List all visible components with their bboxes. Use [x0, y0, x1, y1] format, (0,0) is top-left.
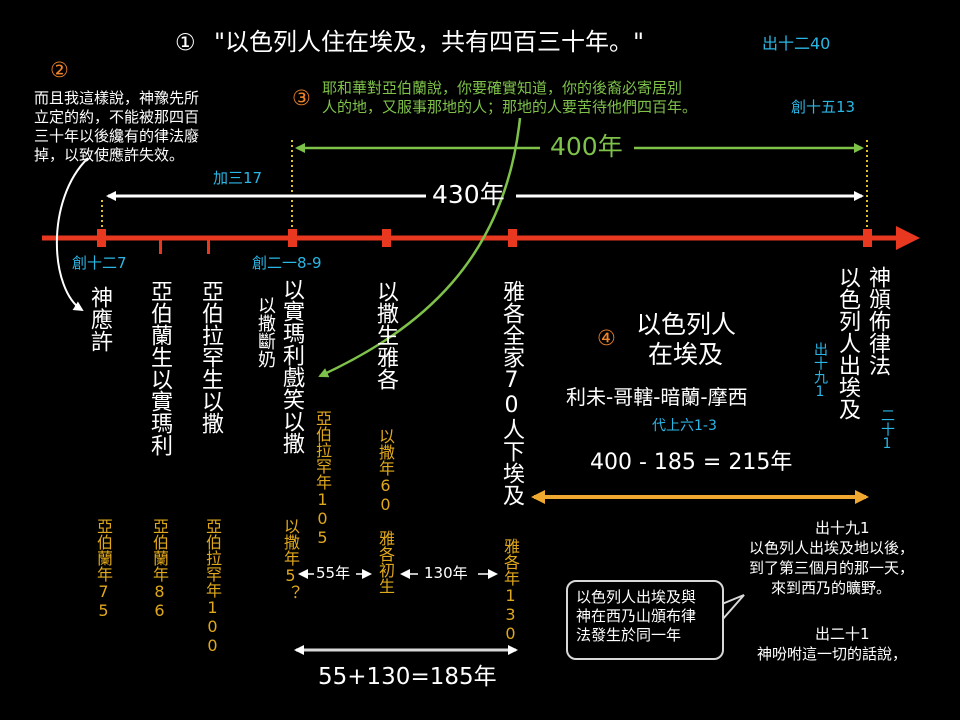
tick-ishmael [159, 238, 162, 254]
quote-ex19-line-2: 到了第三個月的那一天， [749, 559, 915, 577]
age-isaac-60: 以撒年60 [376, 428, 395, 514]
age-jacob-born: 雅各初生 [376, 530, 395, 594]
event-isaac-born: 亞伯拉罕生以撒 [198, 280, 223, 434]
note3-ref: 創十五13 [791, 98, 856, 116]
ref-ex19-vertical: 出十九1 [812, 342, 828, 400]
section4-formula: 400 - 185 = 215年 [590, 450, 793, 475]
event-family-down: 雅各全家70人下埃及 [499, 280, 524, 506]
quote-ex20-line-1: 神吩咐這一切的話說， [757, 645, 908, 663]
age-86: 亞伯蘭年86 [150, 518, 169, 620]
marker-egypt [508, 229, 517, 247]
event-mocked: 以實瑪利戲笑以撒 [279, 278, 304, 454]
tick-isaac [207, 238, 210, 254]
span-55-label: 55年 [316, 564, 351, 582]
note2-line-3: 三十年以後纔有的律法廢 [34, 127, 200, 145]
quote-ex20-ref: 出二十1 [815, 625, 870, 643]
age-jacob-130: 雅各年130 [501, 538, 520, 643]
note2-arrow [55, 157, 89, 312]
note3-line-1: 耶和華對亞伯蘭說，你要確實知道，你的後裔必寄居別 [322, 79, 683, 97]
quote-ex19-line-3: 來到西乃的曠野。 [771, 579, 892, 597]
age-isaac-5: 以撒年5？ [281, 518, 300, 601]
event-ishmael-born: 亞伯蘭生以實瑪利 [147, 280, 172, 456]
quote-ex19-line-1: 以色列人出埃及地以後， [749, 539, 915, 557]
note3-arrow [318, 117, 522, 378]
age-105: 亞伯拉罕年105 [313, 410, 332, 547]
headline-number: ① [175, 30, 196, 56]
bubble-line-2: 神在西乃山頒布律 [576, 606, 697, 625]
ref-ex20-vertical: 二十1 [879, 408, 895, 452]
event-promise: 神應許 [87, 286, 112, 352]
span-185-label: 55+130=185年 [318, 664, 497, 690]
marker-law [863, 229, 872, 247]
ref-chronicles: 代上六1-3 [652, 418, 717, 434]
section4-title-1: 以色列人 [636, 310, 737, 339]
age-75: 亞伯蘭年75 [94, 518, 113, 620]
bubble-line-3: 法發生於同一年 [576, 625, 682, 644]
section4-number: ④ [597, 326, 616, 350]
note2-line-1: 而且我這樣說，神豫先所 [34, 89, 200, 107]
bubble-tail [721, 594, 745, 621]
ref-gen12: 創十二7 [72, 254, 127, 272]
event-exodus: 以色列人出埃及 [835, 266, 860, 420]
age-100: 亞伯拉罕年100 [203, 518, 222, 655]
note3-line-2: 人的地，又服事那地的人；那地的人要苦待他們四百年。 [322, 98, 698, 116]
note2-line-4: 掉，以致使應許失效。 [34, 146, 185, 164]
timeline-arrowhead [896, 226, 920, 250]
note2-line-2: 立定的約，不能被那四百 [34, 108, 200, 126]
note3-number: ③ [292, 86, 311, 110]
marker-jacob [382, 229, 391, 247]
marker-weaned [288, 229, 297, 247]
bubble-line-1: 以色列人出埃及與 [576, 588, 697, 606]
span-400-label: 400年 [550, 132, 623, 161]
headline-ref: 出十二40 [762, 34, 831, 53]
event-jacob-born: 以撒生雅各 [373, 280, 398, 390]
note-bubble: 以色列人出埃及與 神在西乃山頒布律 法發生於同一年 [566, 580, 724, 660]
ref-gen21: 創二一8-9 [252, 254, 322, 272]
headline-quote: "以色列人住在埃及，共有四百三十年。" [214, 28, 645, 56]
note2-number: ② [50, 58, 69, 82]
span-430-label: 430年 [432, 180, 505, 209]
span-130-label: 130年 [424, 564, 468, 582]
section4-title-2: 在埃及 [648, 340, 724, 369]
quote-ex19-ref: 出十九1 [815, 519, 870, 537]
section4-genealogy: 利未-哥轄-暗蘭-摩西 [566, 385, 748, 409]
event-weaned: 以撒斷奶 [255, 296, 276, 368]
marker-promise [97, 229, 106, 247]
note2-ref: 加三17 [213, 169, 263, 187]
event-law-given: 神頒佈律法 [865, 266, 890, 376]
